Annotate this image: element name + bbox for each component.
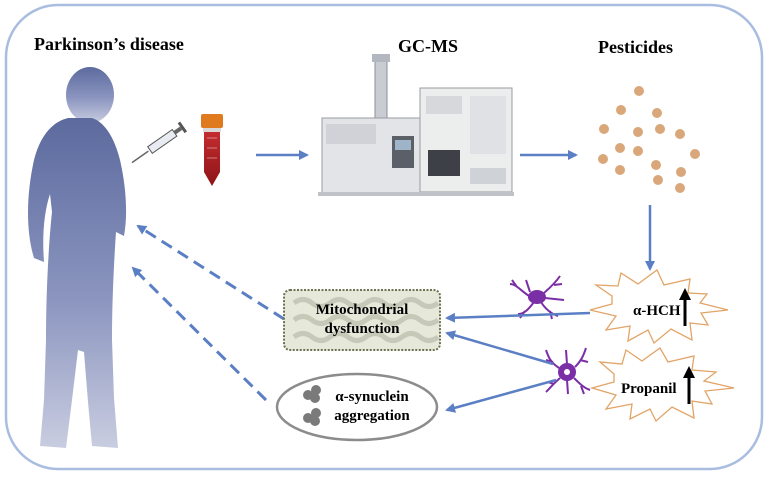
- dashed-arrow-synuclein-to-patient: [131, 266, 268, 402]
- patient-silhouette-icon: [28, 67, 127, 448]
- syn-line-2: aggregation: [334, 408, 410, 424]
- mito-line-2: dysfunction: [324, 321, 400, 337]
- hch-label: α-HCH: [633, 303, 681, 319]
- propanil-burst-shape: [589, 347, 735, 423]
- syringe-icon: [131, 121, 188, 164]
- arrow-propanil-to-mito: [445, 330, 554, 366]
- protein-aggregate-icon: [303, 385, 321, 426]
- sample-tube-icon: [201, 114, 223, 186]
- hch-burst-shape: [589, 269, 729, 345]
- gc-ms-instrument-icon: [318, 54, 514, 196]
- heading-gc-ms: GC-MS: [398, 36, 458, 56]
- synuclein-box: [275, 372, 439, 442]
- dashed-arrow-mito-to-patient: [136, 224, 285, 321]
- arrow-propanil-to-synuclein: [445, 378, 557, 413]
- heading-pesticides: Pesticides: [598, 37, 673, 57]
- hch-up-arrow-icon: [679, 288, 691, 326]
- pesticide-particles: [598, 86, 700, 193]
- mito-line-1: Mitochondrial: [315, 302, 409, 318]
- arrow-hch-to-mito: [445, 311, 591, 323]
- propanil-up-arrow-icon: [683, 366, 695, 404]
- heading-parkinsons-disease: Parkinson’s disease: [34, 34, 184, 54]
- mitochondria-icon: [283, 289, 441, 351]
- mitochondrial-dysfunction-label: Mitochondrial dysfunction: [284, 301, 440, 339]
- synuclein-aggregation-label: α-synuclein aggregation: [322, 388, 422, 426]
- neuron-icon-second: [545, 347, 591, 395]
- outer-frame: [4, 3, 764, 471]
- syn-line-1: α-synuclein: [335, 389, 409, 405]
- propanil-label: Propanil: [621, 381, 677, 397]
